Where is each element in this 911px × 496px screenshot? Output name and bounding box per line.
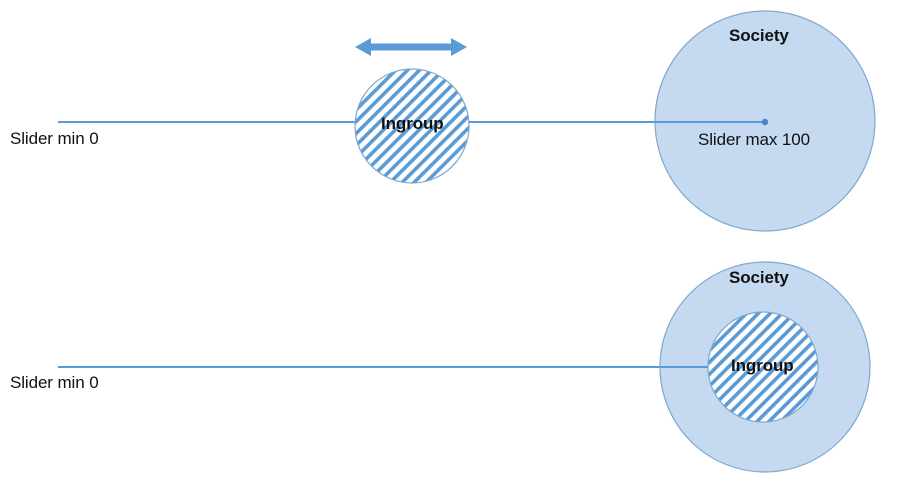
panel-bottom-graphics xyxy=(58,261,871,473)
ingroup-circle-bottom[interactable] xyxy=(707,311,819,423)
ingroup-label-top: Ingroup xyxy=(381,114,444,133)
ingroup-label-bottom: Ingroup xyxy=(731,356,794,375)
slider-handle-dot-top[interactable] xyxy=(761,118,769,126)
society-label-bottom: Society xyxy=(729,268,789,287)
society-label-top: Society xyxy=(729,26,789,45)
ingroup-circle-top[interactable] xyxy=(354,68,470,184)
slider-min-label-bottom: Slider min 0 xyxy=(10,373,99,392)
slider-min-label-top: Slider min 0 xyxy=(10,129,99,148)
panel-top-graphics xyxy=(58,10,876,232)
double-headed-arrow-icon xyxy=(355,38,467,56)
slider-max-label-top: Slider max 100 xyxy=(698,130,810,149)
